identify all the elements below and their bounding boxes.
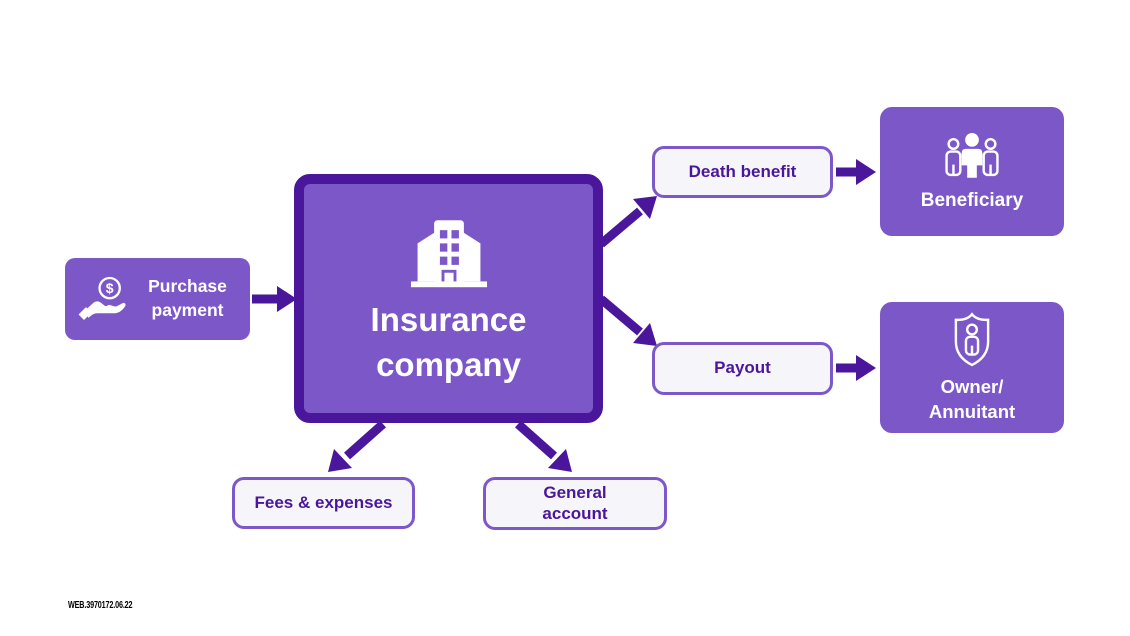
node-label-death-benefit: Death benefit <box>688 161 797 181</box>
node-fees-expenses: Fees & expenses <box>232 477 415 529</box>
node-label-insurance-company: Insurance company <box>370 300 527 383</box>
node-label-purchase-payment: Purchase payment <box>148 276 227 320</box>
shield-person-icon <box>946 311 998 369</box>
arrow-insurance-to-fees <box>328 420 386 472</box>
dollar-glyph: $ <box>106 280 114 296</box>
node-insurance-company: Insurance company <box>294 174 603 423</box>
form-number-footnote: WEB.3970172.06.22 <box>68 600 133 611</box>
node-label-fees-expenses: Fees & expenses <box>254 492 393 512</box>
node-payout: Payout <box>652 342 833 395</box>
node-purchase-payment: $ Purchase payment <box>65 258 250 340</box>
node-beneficiary: Beneficiary <box>880 107 1064 236</box>
people-icon <box>939 132 1005 178</box>
arrow-insurance-to-death-benefit <box>598 196 657 248</box>
arrow-death-benefit-to-beneficiary <box>836 159 876 185</box>
node-death-benefit: Death benefit <box>652 146 833 198</box>
node-owner-annuitant: Owner/ Annuitant <box>880 302 1064 433</box>
building-icon <box>406 210 492 290</box>
hand-dollar-icon: $ <box>77 271 133 327</box>
arrow-payout-to-owner <box>836 355 876 381</box>
node-label-payout: Payout <box>714 358 771 378</box>
arrow-insurance-to-general <box>515 420 572 472</box>
node-label-beneficiary: Beneficiary <box>920 189 1024 211</box>
arrow-insurance-to-payout <box>598 295 657 346</box>
node-general-account: General account <box>483 477 667 530</box>
arrow-purchase-to-insurance <box>252 286 297 312</box>
node-label-general-account: General account <box>542 482 608 523</box>
node-label-owner-annuitant: Owner/ Annuitant <box>928 375 1016 422</box>
